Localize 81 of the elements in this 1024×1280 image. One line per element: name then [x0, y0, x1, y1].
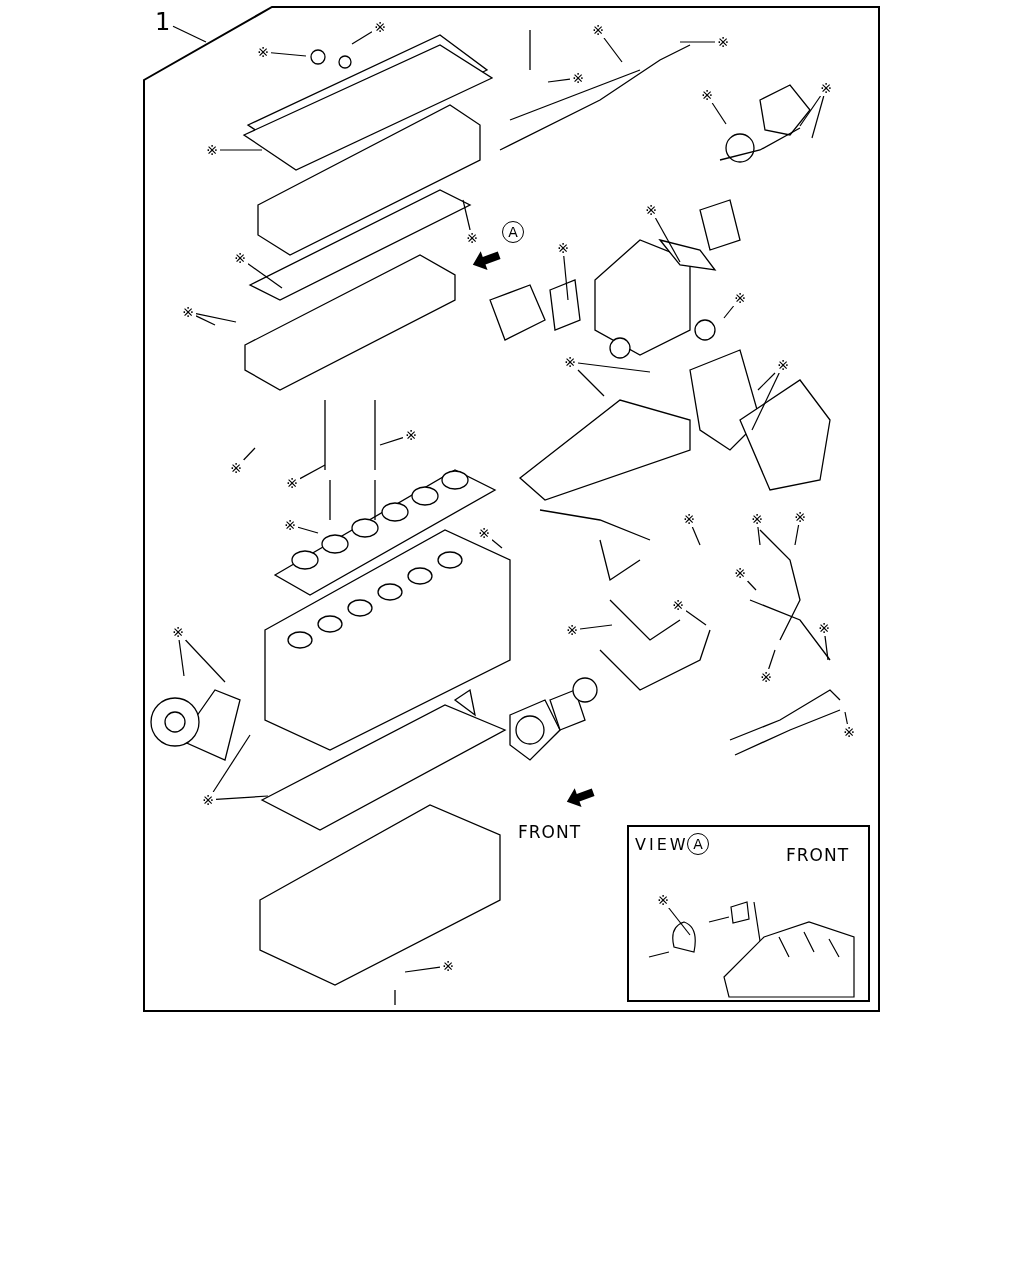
reference-mark: ※ [555, 240, 571, 256]
reference-mark: ※ [476, 525, 492, 541]
reference-mark: ※ [818, 80, 834, 96]
leader-line [799, 95, 822, 127]
reference-mark: ※ [403, 427, 419, 443]
leader-line [757, 372, 776, 391]
leader-line [746, 580, 757, 591]
reference-mark: ※ [816, 620, 832, 636]
reference-mark: ※ [732, 565, 748, 581]
view-reference-mark: A [502, 221, 524, 243]
leader-line [679, 41, 716, 43]
leader-line [247, 263, 283, 289]
reference-mark: ※ [792, 509, 808, 525]
reference-mark: ※ [670, 597, 686, 613]
leader-line [666, 905, 691, 936]
leader-line [270, 52, 307, 57]
reference-mark: ※ [200, 792, 216, 808]
view-title: VIEW [635, 835, 689, 854]
leader-line [195, 313, 237, 323]
leader-line [351, 31, 373, 45]
reference-mark: ※ [204, 142, 220, 158]
reference-mark: ※ [643, 202, 659, 218]
reference-mark: ※ [282, 517, 298, 533]
leader-line [844, 711, 848, 725]
leader-line [757, 526, 761, 546]
leader-line [212, 734, 251, 793]
reference-mark: ※ [841, 724, 857, 740]
leader-line [491, 539, 503, 549]
leader-line [297, 526, 319, 534]
reference-mark: ※ [590, 22, 606, 38]
leader-line [404, 966, 441, 973]
reference-mark: ※ [232, 250, 248, 266]
leader-line [379, 436, 404, 446]
leader-line [184, 639, 226, 683]
reference-mark: ※ [681, 511, 697, 527]
leader-line [172, 25, 207, 43]
reference-mark: ※ [464, 230, 480, 246]
leader-line [563, 255, 569, 301]
reference-mark: ※ [284, 475, 300, 491]
reference-mark: ※ [699, 87, 715, 103]
reference-mark: ※ [570, 70, 586, 86]
leader-line [811, 95, 825, 139]
leader-line [654, 217, 681, 263]
reference-mark: ※ [732, 290, 748, 306]
leader-line [577, 369, 605, 397]
leader-line [219, 149, 263, 151]
leader-line [794, 524, 800, 546]
leader-line [723, 305, 735, 319]
direction-label: FRONT [786, 845, 850, 865]
reference-mark: ※ [255, 44, 271, 60]
callout-number: 1 [155, 8, 171, 36]
leader-line [547, 78, 571, 83]
leader-line [603, 37, 623, 63]
direction-label: FRONT [518, 822, 582, 842]
leader-line [824, 635, 829, 661]
reference-mark: ※ [758, 669, 774, 685]
reference-mark: ※ [715, 34, 731, 50]
leader-line [685, 610, 707, 626]
leader-line [577, 362, 651, 373]
leader-line [178, 639, 185, 677]
leader-line [768, 649, 776, 670]
reference-mark: ※ [228, 460, 244, 476]
reference-mark: ※ [440, 958, 456, 974]
leader-line [579, 624, 613, 630]
reference-mark: ※ [562, 354, 578, 370]
reference-mark: ※ [372, 19, 388, 35]
reference-mark: ※ [170, 624, 186, 640]
leader-line [462, 199, 471, 231]
reference-mark: ※ [749, 511, 765, 527]
leader-line [299, 464, 326, 480]
leader-line [751, 372, 780, 431]
reference-mark: ※ [775, 357, 791, 373]
reference-mark: ※ [564, 622, 580, 638]
reference-mark: ※ [655, 892, 671, 908]
leader-line [195, 315, 216, 326]
view-inset-box [627, 825, 870, 1002]
leader-line [243, 447, 256, 461]
leader-line [711, 102, 727, 125]
leader-line [691, 526, 701, 546]
reference-mark: ※ [180, 304, 196, 320]
leader-line [215, 795, 269, 801]
